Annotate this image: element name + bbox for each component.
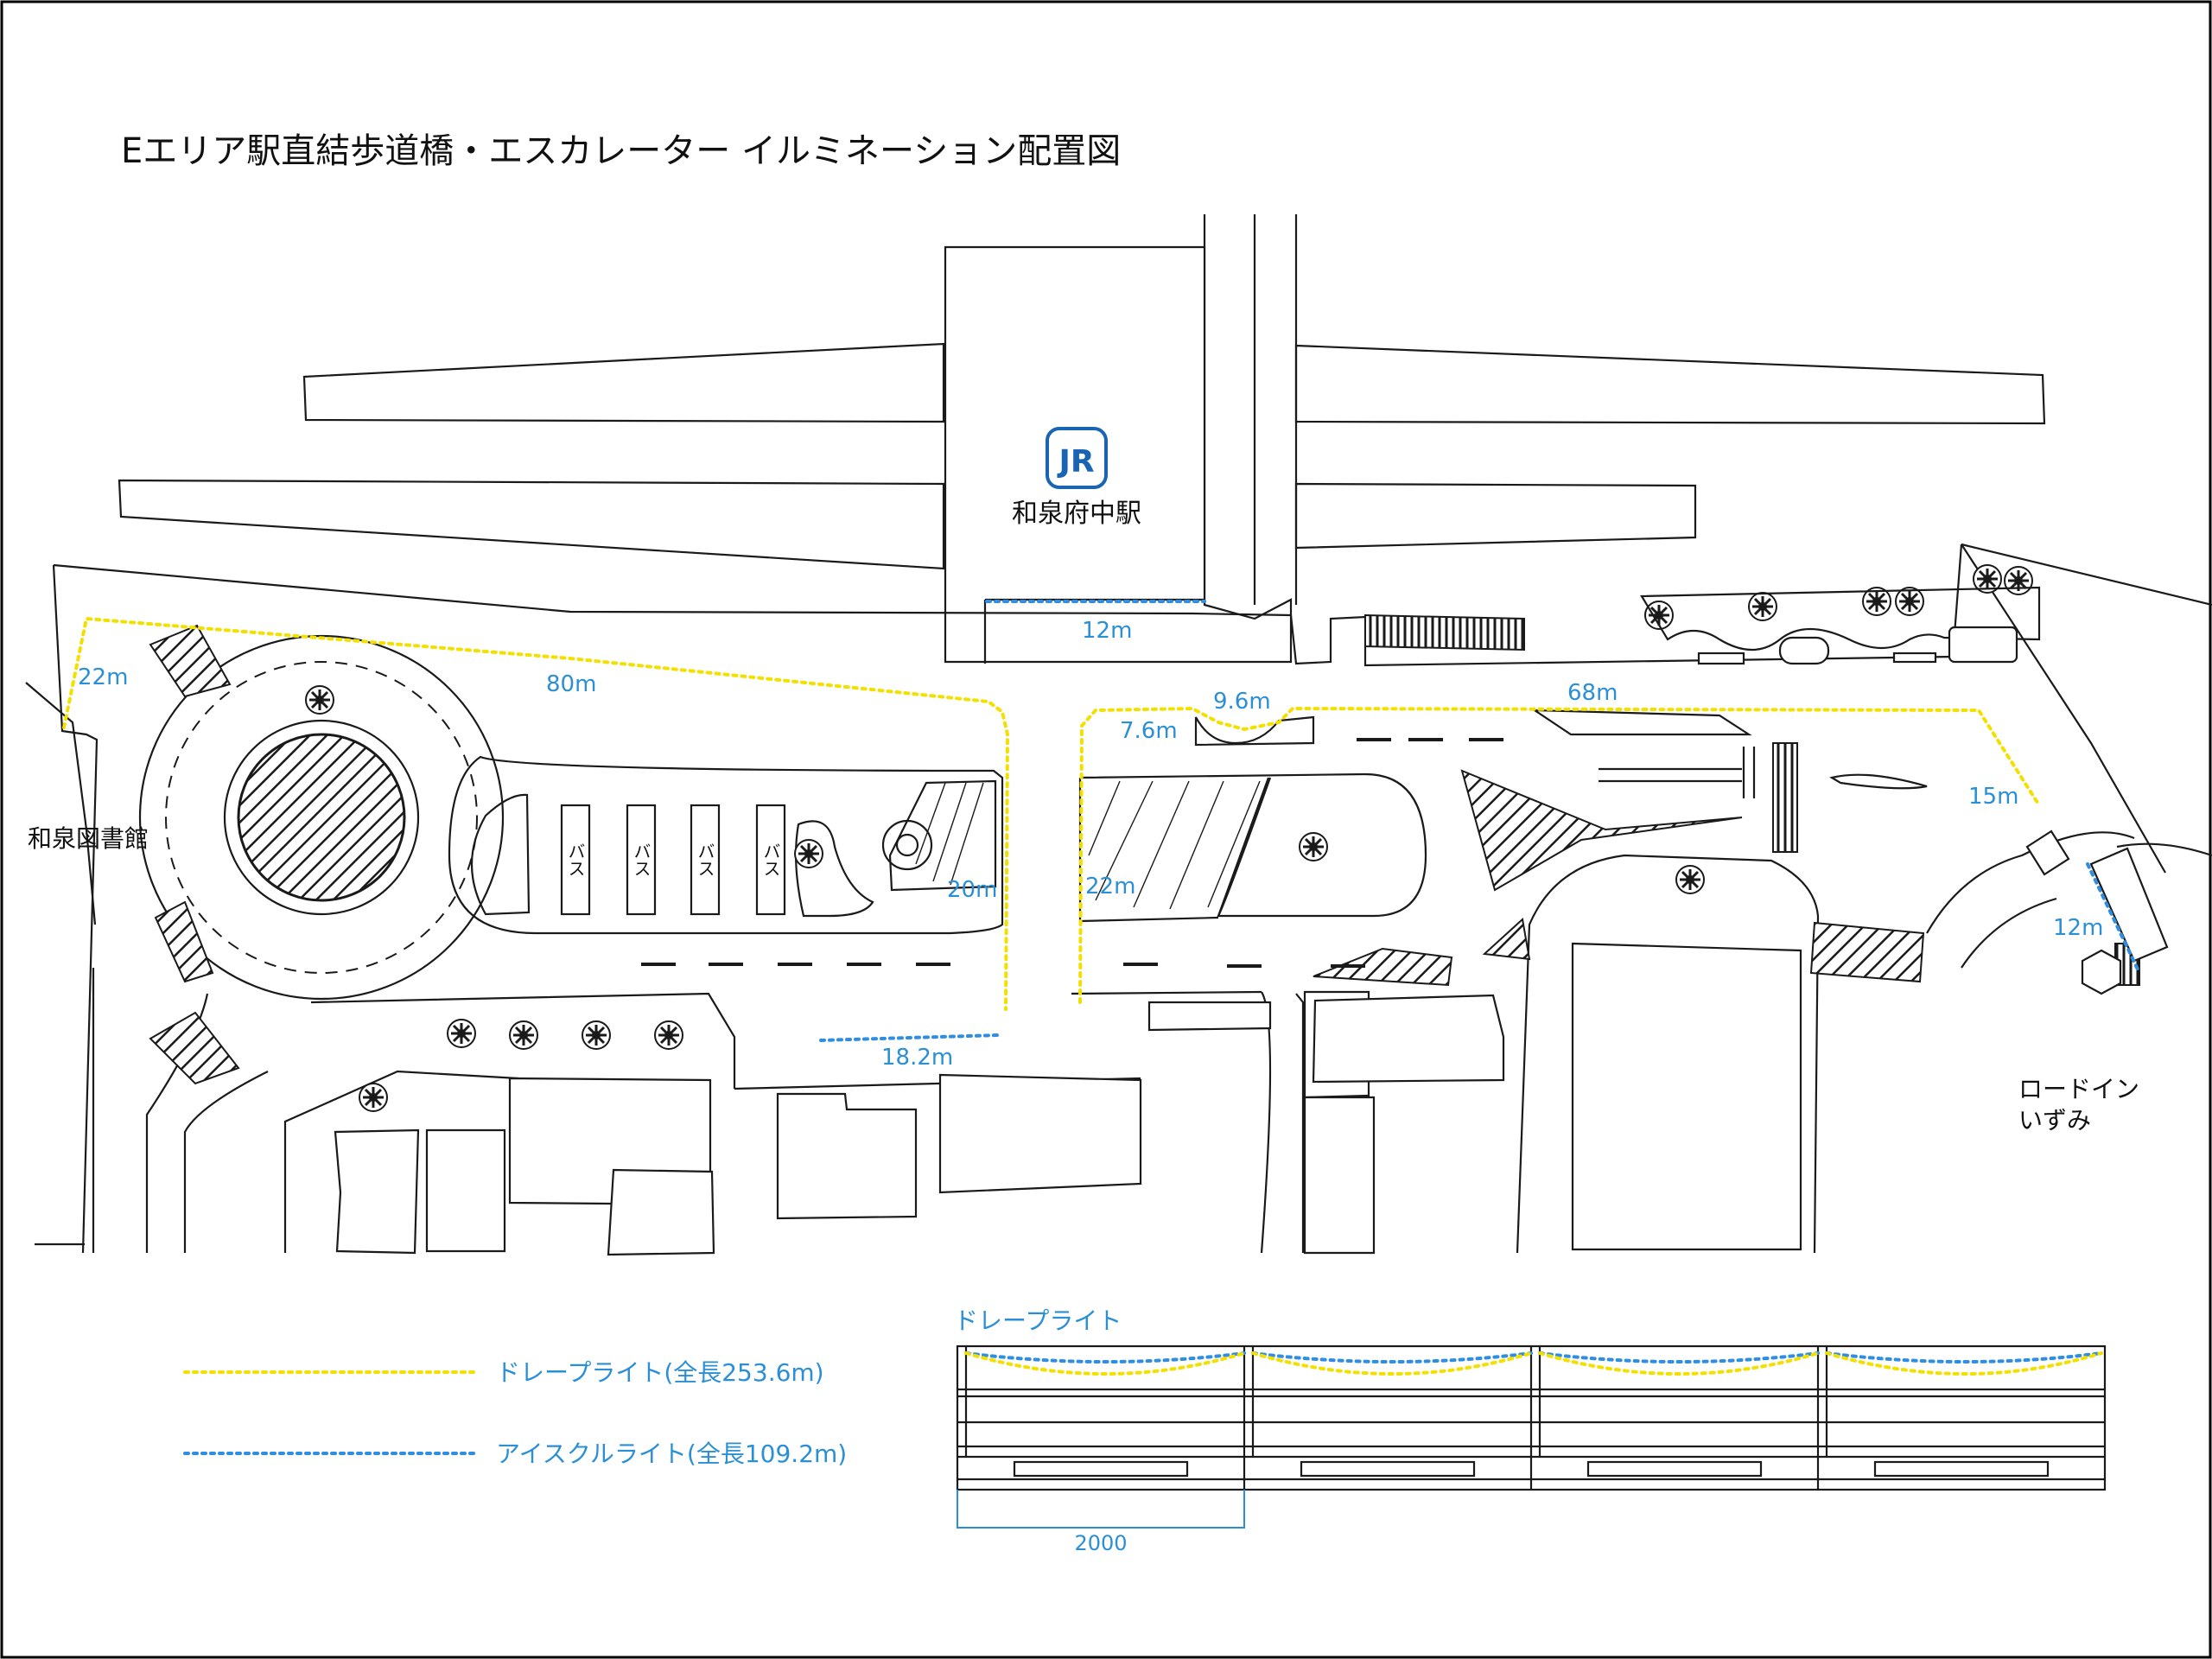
dim-15m: 15m <box>1968 784 2018 810</box>
legend-icicle-label: アイスクルライト(全長109.2m) <box>496 1440 847 1468</box>
dim-20m: 20m <box>947 877 997 903</box>
svg-text:バス: バス <box>760 842 781 877</box>
park <box>1640 586 2041 665</box>
svg-text:バス: バス <box>565 842 586 877</box>
drape-detail: ドレープライト 2000 <box>954 1306 2107 1555</box>
crosswalks <box>149 613 1925 1085</box>
dimension-labels: 22m 80m 12m 9.6m 68m 7.6m 20m 22m 18.2m … <box>78 618 2103 1071</box>
buildings <box>334 942 1802 1256</box>
legend-drape-label: ドレープライト(全長253.6m) <box>496 1358 824 1387</box>
dim-7-6m: 7.6m <box>1120 718 1178 744</box>
library-label: 和泉図書館 <box>28 824 149 853</box>
station-name: 和泉府中駅 <box>1012 499 1141 529</box>
drape-light-lines <box>62 616 2041 1011</box>
hotel-label-line1: ロードイン <box>2018 1075 2139 1103</box>
icicle-light-lines <box>819 600 2141 1042</box>
dim-22m-center: 22m <box>1085 874 1135 899</box>
road-outlines <box>25 543 2212 1254</box>
jr-logo: JR <box>1046 427 1108 489</box>
svg-text:バス: バス <box>631 842 652 877</box>
roundabout <box>138 634 505 1001</box>
dim-68m: 68m <box>1567 680 1618 706</box>
hotel-entrance <box>2025 830 2169 995</box>
hotel-label-line2: いずみ <box>2018 1106 2091 1135</box>
dim-80m: 80m <box>546 671 596 697</box>
bus-terminal-island: バス バス バス バス <box>448 755 1004 935</box>
page-title: Eエリア駅直結歩道橋・エスカレーター イルミネーション配置図 <box>121 131 1121 171</box>
legend: ドレープライト(全長253.6m) アイスクルライト(全長109.2m) <box>183 1358 847 1468</box>
svg-text:バス: バス <box>695 842 715 877</box>
drape-detail-title: ドレープライト <box>954 1306 1122 1335</box>
svg-text:JR: JR <box>1056 444 1094 480</box>
traffic-islands <box>1147 709 2140 1032</box>
dim-18-2m: 18.2m <box>881 1045 953 1071</box>
drape-detail-span: 2000 <box>1074 1531 1127 1555</box>
station-building <box>944 245 1293 664</box>
lane-markings <box>641 738 1503 968</box>
dim-9-6m: 9.6m <box>1213 689 1271 715</box>
railway-platforms <box>118 214 2046 605</box>
dim-12m-station: 12m <box>1082 618 1132 644</box>
dim-12m-right: 12m <box>2053 915 2103 941</box>
dim-22m-left: 22m <box>78 664 128 690</box>
